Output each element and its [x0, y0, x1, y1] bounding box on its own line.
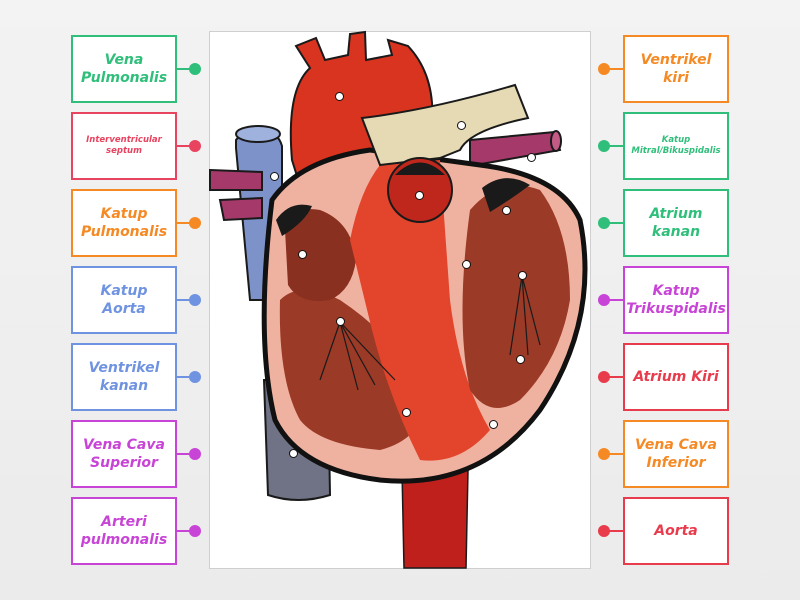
- connector-dot[interactable]: [189, 140, 201, 152]
- target-marker[interactable]: [527, 153, 536, 162]
- chordae-left: [319, 321, 396, 391]
- connector-dot[interactable]: [189, 217, 201, 229]
- label-card[interactable]: Ventrikel kiri: [623, 35, 729, 103]
- connector-dot[interactable]: [598, 140, 610, 152]
- label-card[interactable]: Atrium kanan: [623, 189, 729, 257]
- descending-aorta: [401, 469, 469, 569]
- connector-dot[interactable]: [189, 371, 201, 383]
- label-card-text: Ventrikel kanan: [88, 359, 160, 394]
- label-card[interactable]: Vena Pulmonalis: [71, 35, 177, 103]
- pulmonary-vein-left: [209, 168, 263, 191]
- label-card-text: Interventricular septum: [86, 134, 162, 156]
- target-marker[interactable]: [462, 260, 471, 269]
- target-marker[interactable]: [415, 191, 424, 200]
- label-card[interactable]: Ventrikel kanan: [71, 343, 177, 411]
- label-connector: [606, 530, 623, 532]
- septum-region: [350, 160, 490, 461]
- label-card-text: Vena Cava Superior: [83, 436, 165, 471]
- target-marker[interactable]: [335, 92, 344, 101]
- target-marker[interactable]: [336, 317, 345, 326]
- connector-dot[interactable]: [598, 217, 610, 229]
- connector-dot[interactable]: [189, 525, 201, 537]
- connector-dot[interactable]: [598, 63, 610, 75]
- label-card[interactable]: Katup Pulmonalis: [71, 189, 177, 257]
- connector-dot[interactable]: [189, 448, 201, 460]
- label-connector: [177, 68, 194, 70]
- label-connector: [606, 68, 623, 70]
- label-card-text: Vena Pulmonalis: [80, 51, 168, 86]
- chordae-right: [509, 275, 541, 356]
- connector-dot[interactable]: [189, 294, 201, 306]
- label-card[interactable]: Katup Mitral/Bikuspidalis: [623, 112, 729, 180]
- target-marker[interactable]: [516, 355, 525, 364]
- label-card-text: Katup Trikuspidalis: [626, 282, 726, 317]
- right-ventricle-region: [279, 290, 430, 450]
- label-connector: [177, 530, 194, 532]
- connector-dot[interactable]: [598, 294, 610, 306]
- label-card[interactable]: Katup Aorta: [71, 266, 177, 334]
- label-connector: [177, 299, 194, 301]
- label-card-text: Aorta: [654, 522, 698, 539]
- target-marker[interactable]: [402, 408, 411, 417]
- label-card[interactable]: Katup Trikuspidalis: [623, 266, 729, 334]
- connector-dot[interactable]: [598, 371, 610, 383]
- label-connector: [177, 453, 194, 455]
- label-card-text: Ventrikel kiri: [640, 51, 712, 86]
- label-connector: [606, 145, 623, 147]
- label-card-text: Vena Cava Inferior: [635, 436, 717, 471]
- label-connector: [177, 145, 194, 147]
- label-card[interactable]: Interventricular septum: [71, 112, 177, 180]
- label-card[interactable]: Arteri pulmonalis: [71, 497, 177, 565]
- label-card-text: Atrium Kiri: [633, 368, 719, 385]
- left-ventricle-region: [462, 185, 570, 408]
- label-card-text: Katup Aorta: [100, 282, 148, 317]
- label-connector: [606, 376, 623, 378]
- pulmonary-vein-right: [469, 130, 562, 168]
- connector-dot[interactable]: [189, 63, 201, 75]
- label-card[interactable]: Vena Cava Superior: [71, 420, 177, 488]
- label-connector: [606, 299, 623, 301]
- label-card-text: Arteri pulmonalis: [80, 513, 168, 548]
- pulmonary-artery: [360, 83, 530, 167]
- target-marker[interactable]: [489, 420, 498, 429]
- label-card-text: Katup Pulmonalis: [80, 205, 168, 240]
- label-card[interactable]: Atrium Kiri: [623, 343, 729, 411]
- label-connector: [606, 453, 623, 455]
- label-card[interactable]: Vena Cava Inferior: [623, 420, 729, 488]
- connector-dot[interactable]: [598, 448, 610, 460]
- label-connector: [177, 222, 194, 224]
- target-marker[interactable]: [518, 271, 527, 280]
- label-card[interactable]: Aorta: [623, 497, 729, 565]
- label-card-text: Atrium kanan: [649, 205, 703, 240]
- label-connector: [177, 376, 194, 378]
- label-connector: [606, 222, 623, 224]
- target-marker[interactable]: [289, 449, 298, 458]
- target-marker[interactable]: [502, 206, 511, 215]
- label-card-text: Katup Mitral/Bikuspidalis: [631, 134, 721, 156]
- target-marker[interactable]: [298, 250, 307, 259]
- connector-dot[interactable]: [598, 525, 610, 537]
- target-marker[interactable]: [457, 121, 466, 130]
- target-marker[interactable]: [270, 172, 279, 181]
